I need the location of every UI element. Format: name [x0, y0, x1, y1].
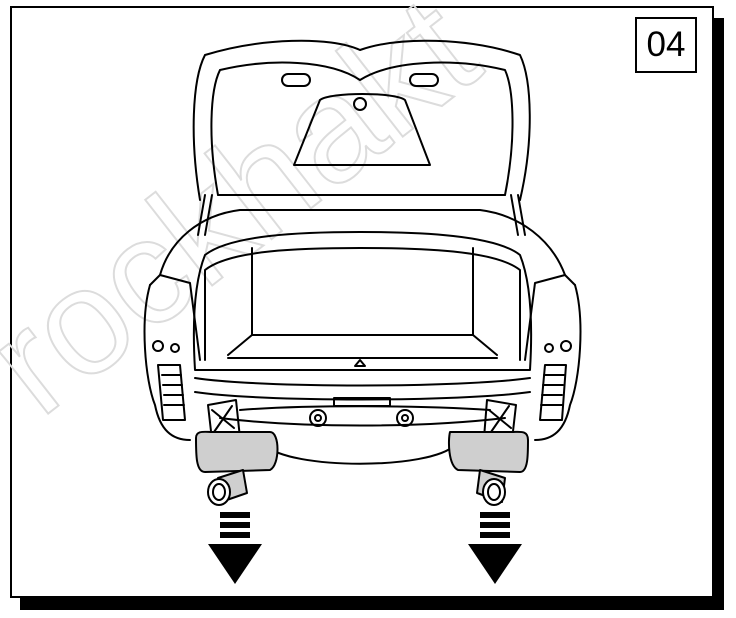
arrow-down-left-icon	[208, 512, 262, 584]
illustration-frame	[10, 6, 714, 598]
exhaust-left	[195, 399, 279, 506]
step-number: 04	[646, 25, 686, 64]
car-body	[143, 209, 582, 465]
tailgate	[192, 39, 531, 236]
exhaust-right	[448, 399, 529, 506]
arrow-down-right-icon	[468, 512, 522, 584]
bumper-grille-left	[157, 364, 186, 421]
bumper-grille-right	[539, 364, 567, 421]
step-number-box: 04	[635, 17, 697, 73]
